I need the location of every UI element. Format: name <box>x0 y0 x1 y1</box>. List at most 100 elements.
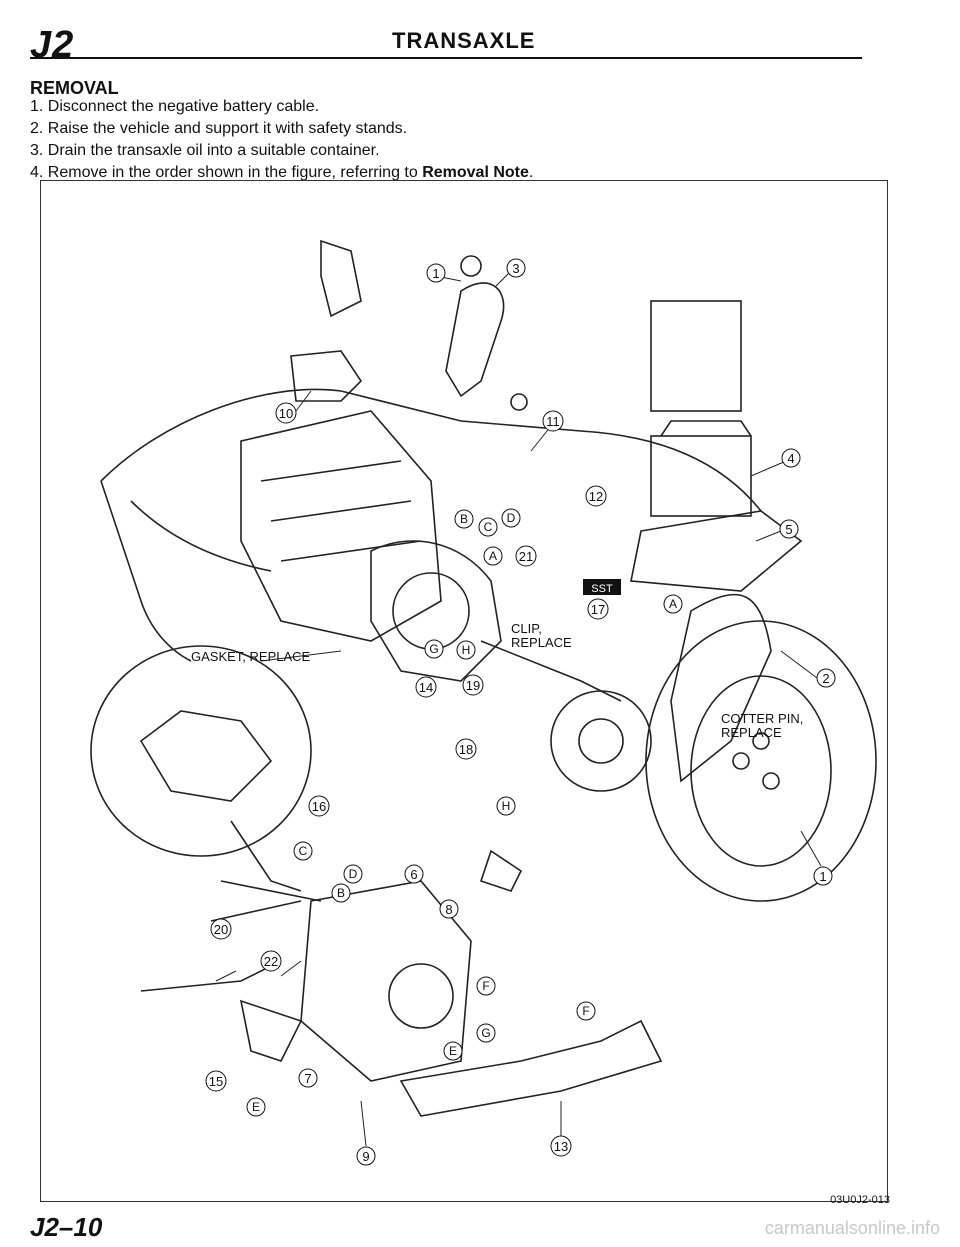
callout-letter-b: B <box>454 509 474 529</box>
step4-text: 4. Remove in the order shown in the figu… <box>30 164 423 181</box>
callout-letter-f: F <box>476 976 496 996</box>
callout-4: 4 <box>781 448 801 468</box>
svg-text:14: 14 <box>419 680 433 695</box>
callout-letter-g-2: G <box>476 1023 496 1043</box>
callout-10: 10 <box>275 402 297 424</box>
svg-text:A: A <box>489 549 497 563</box>
svg-text:SST: SST <box>591 583 613 595</box>
svg-text:7: 7 <box>304 1071 311 1086</box>
svg-text:5: 5 <box>785 522 792 537</box>
callout-16-upper: 16 <box>308 795 330 817</box>
removal-heading: REMOVAL <box>30 78 119 98</box>
svg-text:G: G <box>481 1026 490 1040</box>
battery-box <box>650 300 742 412</box>
tire <box>645 620 877 902</box>
clip-label: CLIP, <box>511 621 542 636</box>
callout-letter-f-2: F <box>576 1001 596 1021</box>
svg-text:15: 15 <box>209 1074 223 1089</box>
callout-6: 6 <box>404 864 424 884</box>
callout-letter-a-2: A <box>663 594 683 614</box>
gear-shift-rod <box>220 880 322 902</box>
callout-17: 17 <box>587 598 609 620</box>
callout-letter-a: A <box>483 546 503 566</box>
step-item: 1. Disconnect the negative battery cable… <box>30 98 320 115</box>
removal-note-ref: Removal Note <box>422 164 529 181</box>
svg-text:D: D <box>349 867 358 881</box>
air-duct <box>445 282 505 398</box>
callout-11: 11 <box>542 410 564 432</box>
callout-2: 2 <box>816 668 836 688</box>
svg-text:E: E <box>252 1100 260 1114</box>
callout-letter-d-2: D <box>343 864 363 884</box>
step-item: 3. Drain the transaxle oil into a suitab… <box>30 142 380 159</box>
svg-text:12: 12 <box>589 489 603 504</box>
clip-label-line2: REPLACE <box>511 635 572 650</box>
vehicle-body-outline <box>100 388 762 512</box>
battery-tray <box>630 510 803 592</box>
exploded-view-drawing: 1 3 10 11 12 4 5 2 17 21 14 19 18 16 20 … <box>90 239 877 1166</box>
sst-badge: SST <box>583 579 621 595</box>
callout-9: 9 <box>356 1146 376 1166</box>
svg-text:1: 1 <box>432 266 439 281</box>
svg-text:20: 20 <box>214 922 228 937</box>
callout-1: 1 <box>426 263 446 283</box>
cotter-pin-label-line2: REPLACE <box>721 725 782 740</box>
callout-letter-b-2: B <box>331 883 351 903</box>
svg-text:C: C <box>299 844 308 858</box>
step4-suffix: . <box>528 164 534 181</box>
callout-15: 15 <box>205 1070 227 1092</box>
callout-14: 14 <box>415 676 437 698</box>
svg-text:19: 19 <box>466 678 480 693</box>
svg-text:10: 10 <box>279 406 293 421</box>
callout-12: 12 <box>585 485 607 507</box>
svg-text:1: 1 <box>819 869 826 884</box>
callout-21: 21 <box>515 545 537 567</box>
callout-5: 5 <box>779 519 799 539</box>
svg-text:B: B <box>337 886 345 900</box>
callout-22: 22 <box>260 950 282 972</box>
transaxle-housing <box>370 540 502 682</box>
svg-text:21: 21 <box>519 549 533 564</box>
removal-steps: 1. Disconnect the negative battery cable… <box>30 96 533 184</box>
callout-18: 18 <box>455 738 477 760</box>
starter-motor <box>290 350 363 402</box>
callout-letter-e-2: E <box>443 1041 463 1061</box>
svg-text:G: G <box>429 642 438 656</box>
svg-text:2: 2 <box>822 671 829 686</box>
callout-1-lower: 1 <box>813 866 833 886</box>
callout-letter-h: H <box>456 640 476 660</box>
page-title: TRANSAXLE <box>392 28 536 53</box>
cotter-pin-label: COTTER PIN, <box>721 711 803 726</box>
svg-text:B: B <box>460 512 468 526</box>
drive-shaft <box>480 640 622 702</box>
callout-letter-d: D <box>501 508 521 528</box>
svg-text:6: 6 <box>410 867 417 882</box>
svg-text:C: C <box>484 520 493 534</box>
watermark: carmanualsonline.info <box>764 1218 940 1238</box>
exploded-view-figure: 1 3 10 11 12 4 5 2 17 21 14 19 18 16 20 … <box>40 180 888 1202</box>
svg-text:D: D <box>507 511 516 525</box>
splash-shield <box>670 593 772 783</box>
header-rule <box>30 57 862 59</box>
svg-text:17: 17 <box>591 602 605 617</box>
svg-text:4: 4 <box>787 451 794 466</box>
steering-knuckle-hub <box>550 690 652 792</box>
svg-text:9: 9 <box>362 1149 369 1164</box>
callout-8: 8 <box>439 899 459 919</box>
svg-text:13: 13 <box>554 1139 568 1154</box>
svg-text:22: 22 <box>264 954 278 969</box>
svg-text:18: 18 <box>459 742 473 757</box>
step-item: 2. Raise the vehicle and support it with… <box>30 120 408 137</box>
figure-code: 03U0J2-013 <box>830 1194 890 1206</box>
svg-text:8: 8 <box>445 902 452 917</box>
callout-3: 3 <box>506 258 526 278</box>
svg-text:F: F <box>582 1004 589 1018</box>
svg-text:11: 11 <box>546 414 560 429</box>
callout-letter-e: E <box>246 1097 266 1117</box>
callout-13: 13 <box>550 1135 572 1157</box>
gasket-label: GASKET, REPLACE <box>191 649 311 664</box>
detail-inset <box>90 645 312 857</box>
svg-text:H: H <box>462 643 471 657</box>
callout-letter-h-2: H <box>496 796 516 816</box>
svg-text:16: 16 <box>312 799 326 814</box>
